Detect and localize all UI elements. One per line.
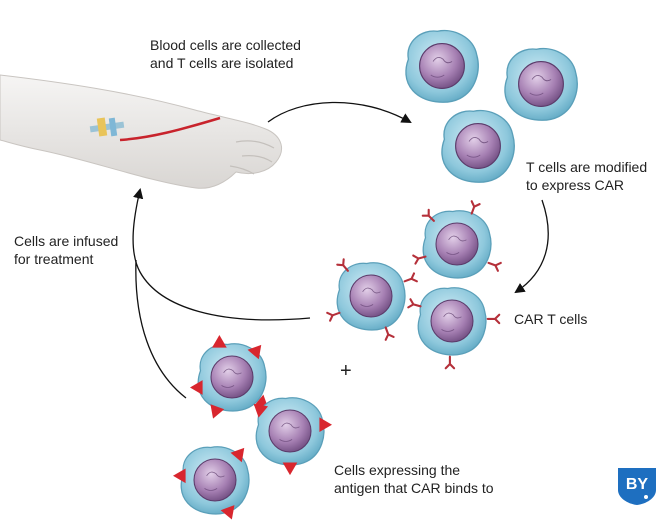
- label-line: Cells expressing the: [334, 462, 461, 478]
- car-t-cell: [412, 200, 502, 279]
- arrow-car-to-infusion: [132, 187, 311, 321]
- label-line: for treatment: [14, 251, 94, 267]
- logo-text: BY: [626, 476, 649, 493]
- logo-shield-icon: BY: [618, 468, 656, 505]
- label-line: CAR T cells: [514, 311, 588, 327]
- iv-catheter-icon: [89, 117, 125, 137]
- arrow-antigen-to-infusion: [135, 259, 187, 399]
- label-line: Cells are infused: [14, 233, 119, 249]
- antigen-cell: [248, 397, 332, 476]
- car-t-cell: [407, 287, 501, 370]
- antigen-cell: [173, 443, 250, 523]
- label-line: to express CAR: [526, 177, 625, 193]
- label-line: T cells are modified: [526, 159, 648, 175]
- arm-illustration: [0, 74, 283, 189]
- t-cell: [504, 47, 578, 121]
- car-t-cell: [326, 258, 418, 341]
- arrow-modify-to-car: [514, 199, 549, 294]
- label-car-t-cells: CAR T cells: [514, 310, 587, 328]
- t-cell: [405, 29, 479, 103]
- label-line: antigen that CAR binds to: [334, 480, 494, 496]
- arrow-collect-to-tcells: [267, 101, 412, 124]
- t-cell: [441, 109, 515, 183]
- label-line: Blood cells are collected: [150, 37, 301, 53]
- label-antigen-cells: Cells expressing the antigen that CAR bi…: [334, 461, 494, 497]
- label-line: and T cells are isolated: [150, 55, 294, 71]
- label-cells-collected: Blood cells are collected and T cells ar…: [150, 36, 301, 72]
- label-cells-infused: Cells are infused for treatment: [14, 232, 118, 268]
- blood-line: [119, 116, 221, 142]
- plus-sign: +: [340, 360, 352, 382]
- label-tcells-modified: T cells are modified to express CAR: [526, 158, 647, 194]
